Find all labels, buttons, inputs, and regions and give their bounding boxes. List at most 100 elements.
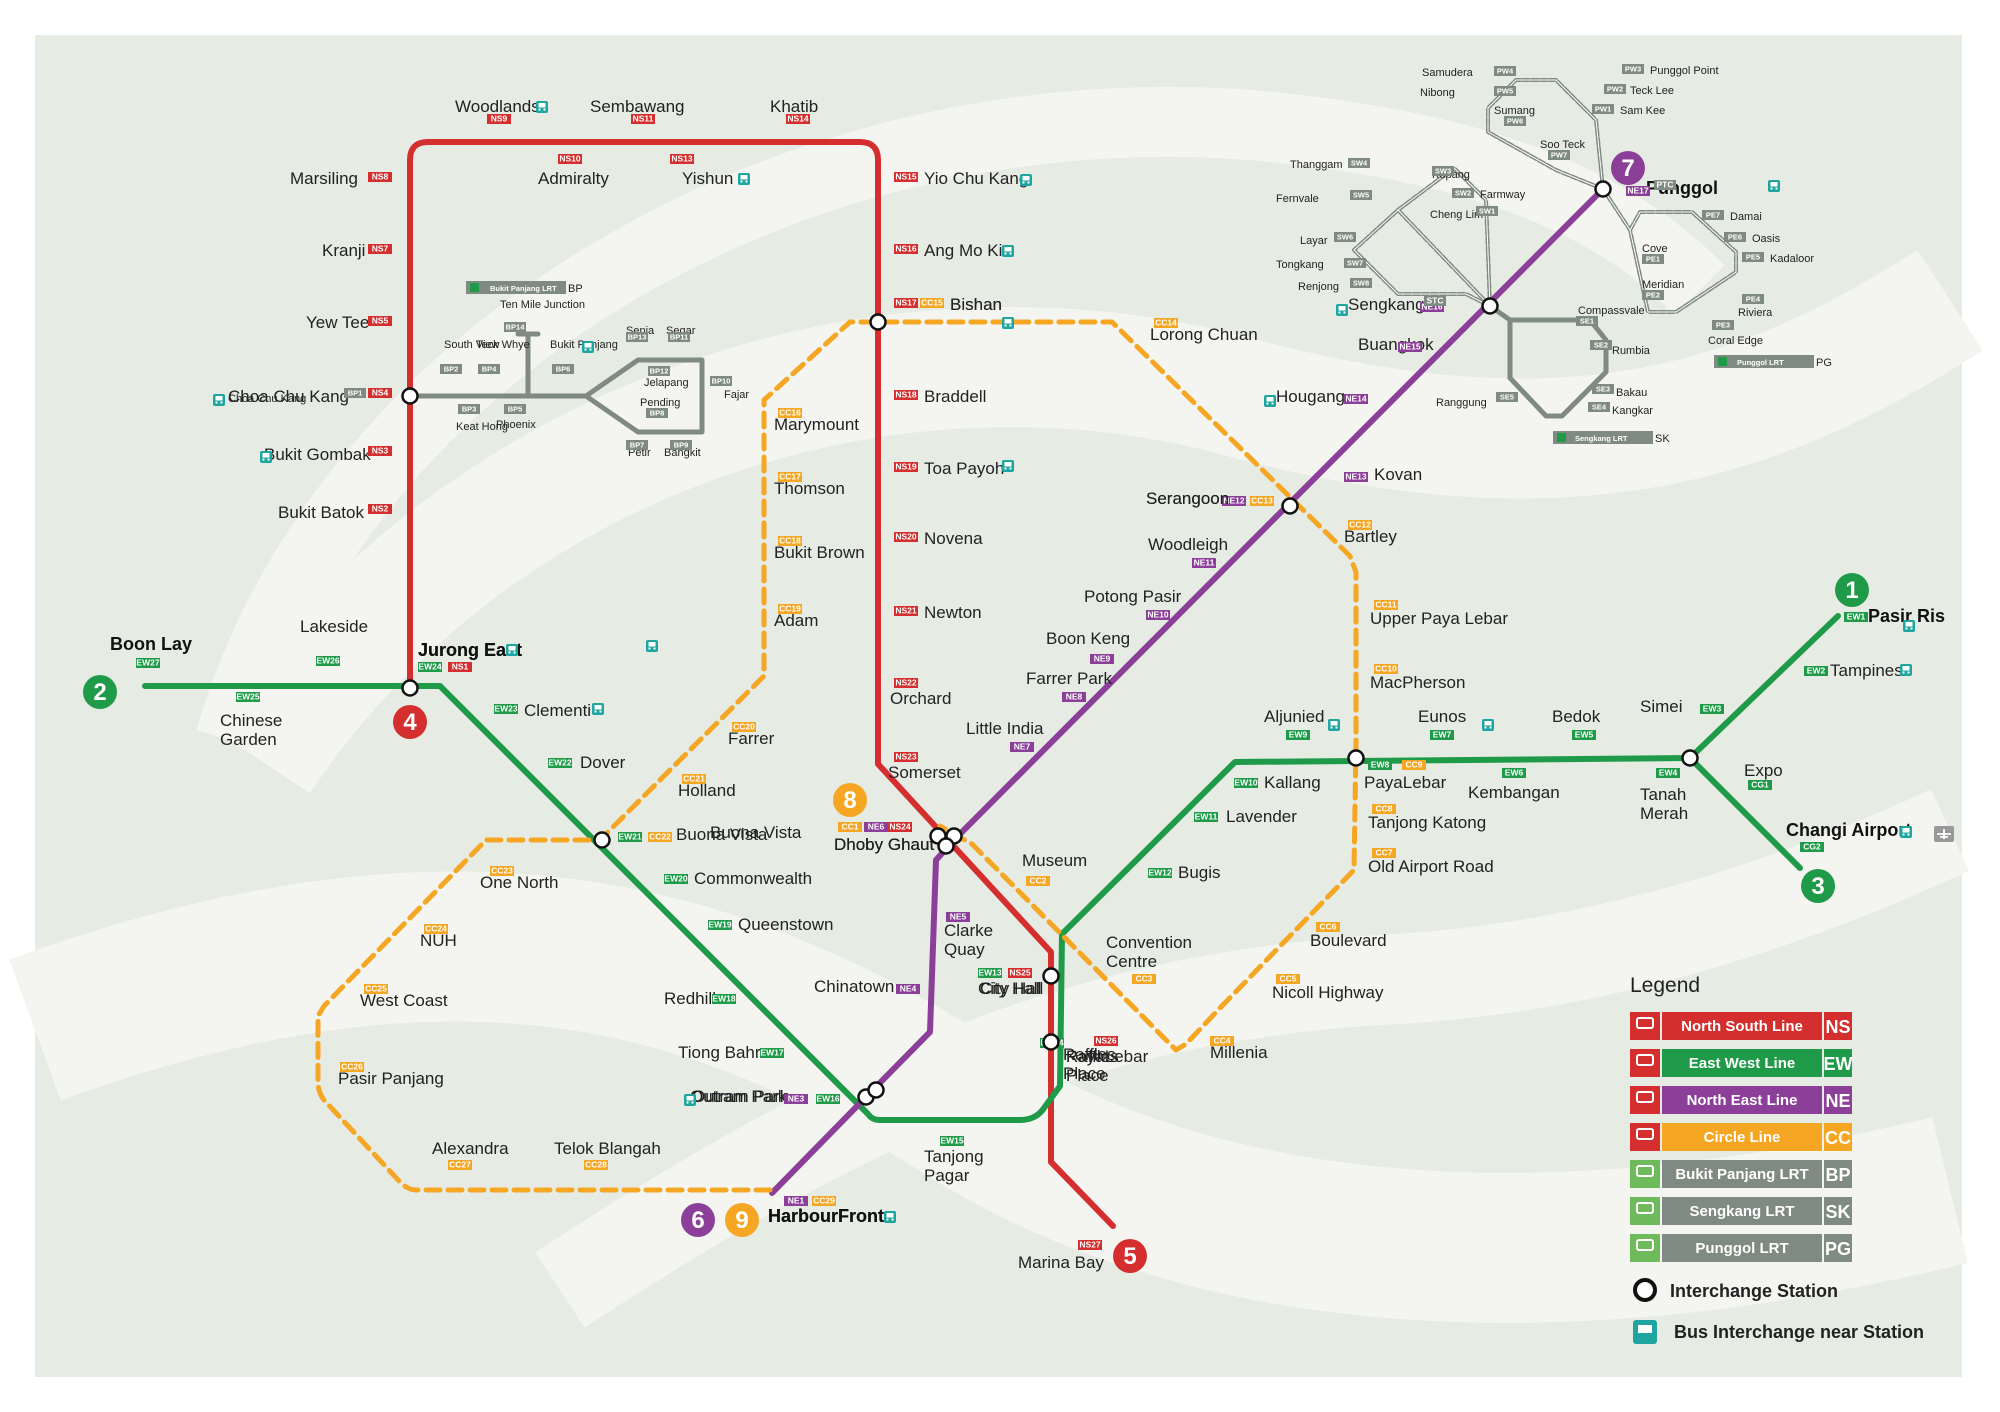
interchange-circle[interactable] bbox=[937, 837, 955, 855]
interchange-circle[interactable] bbox=[401, 679, 419, 697]
interchange-circle[interactable] bbox=[1681, 749, 1699, 767]
interchange-circle[interactable] bbox=[1042, 1033, 1060, 1051]
interchange-circle[interactable] bbox=[1347, 749, 1365, 767]
interchange-circle[interactable] bbox=[1281, 497, 1299, 515]
interchange-circle[interactable] bbox=[867, 1081, 885, 1099]
interchange-circle[interactable] bbox=[401, 387, 419, 405]
interchange-circle[interactable] bbox=[593, 831, 611, 849]
station-sk-sw3[interactable]: KupangSW3 bbox=[1432, 166, 1470, 181]
interchange-circle[interactable] bbox=[869, 313, 887, 331]
